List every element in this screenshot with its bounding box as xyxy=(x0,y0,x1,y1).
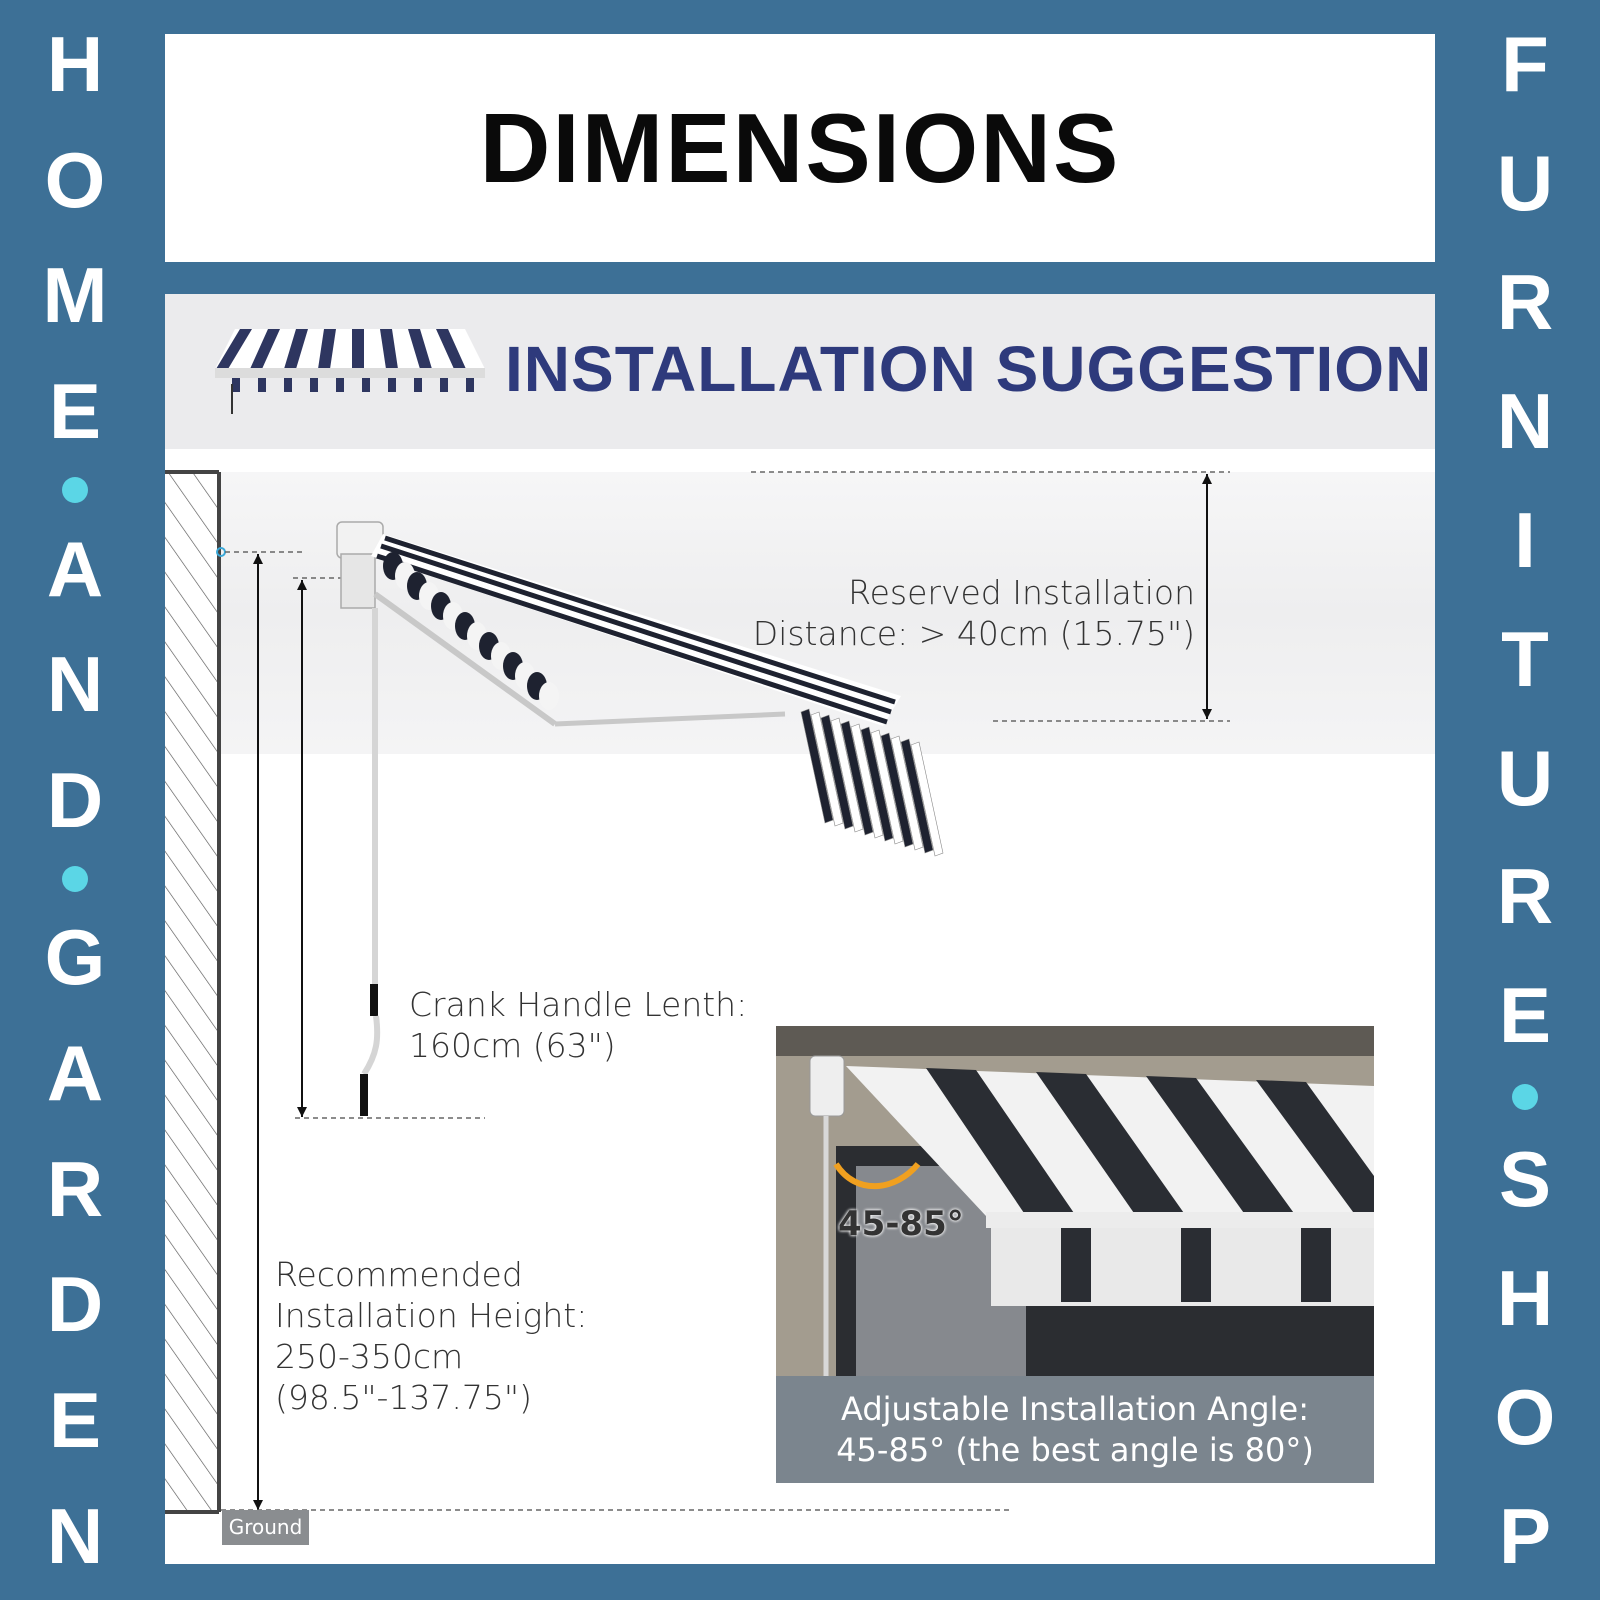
brand-letter: A xyxy=(46,1029,104,1118)
content-panel: INSTALLATION SUGGESTION xyxy=(165,294,1435,1564)
brand-letter: P xyxy=(1498,1491,1552,1580)
page-title: DIMENSIONS xyxy=(479,92,1121,203)
valance-stripe xyxy=(850,723,884,839)
brand-letter: N xyxy=(46,640,104,729)
brand-letter: F xyxy=(1501,20,1549,108)
brand-letter: D xyxy=(46,1260,104,1349)
awning-photo xyxy=(776,1026,1374,1376)
valance-stripe xyxy=(800,708,834,824)
valance-stripe xyxy=(820,714,854,830)
brand-letter: R xyxy=(46,1144,104,1233)
angle-mark: 45-85° xyxy=(838,1204,964,1244)
angle-caption-line1: Adjustable Installation Angle: xyxy=(841,1389,1309,1428)
angle-caption-line2: 45-85° (the best angle is 80°) xyxy=(836,1430,1314,1469)
wall xyxy=(165,470,221,1514)
brand-letter: E xyxy=(1498,971,1552,1060)
height-line2: Installation Height: xyxy=(275,1296,588,1335)
valance-stripe xyxy=(870,729,904,845)
title-panel: DIMENSIONS xyxy=(165,34,1435,262)
reserved-distance-dimension xyxy=(751,471,1230,722)
awning-icon xyxy=(215,329,485,414)
height-line3: 250-350cm xyxy=(275,1337,464,1376)
height-dimension xyxy=(216,547,1010,1511)
angle-inset-photo: 45-85° Adjustable Installation Angle: 45… xyxy=(776,1026,1374,1483)
brand-letter: T xyxy=(1501,614,1549,703)
brand-dot-separator xyxy=(62,865,88,892)
crank-dimension xyxy=(293,577,485,1119)
installation-header-band: INSTALLATION SUGGESTION xyxy=(165,294,1435,449)
brand-letter: E xyxy=(48,367,102,456)
installation-height-label: Recommended Installation Height: 250-350… xyxy=(275,1254,587,1418)
brand-letter: D xyxy=(46,755,104,844)
brand-letter: O xyxy=(44,135,106,224)
roller-segment xyxy=(539,682,559,710)
brand-letter: S xyxy=(1498,1135,1552,1224)
valance-stripe xyxy=(880,732,914,848)
brand-letter: O xyxy=(1494,1373,1556,1462)
reserved-distance-label: Reserved Installation Distance: > 40cm (… xyxy=(725,572,1195,654)
brand-letter: M xyxy=(42,251,108,340)
brand-dot-separator xyxy=(62,476,88,503)
crank-handle-line1: Crank Handle Lenth: xyxy=(409,985,748,1024)
height-line1: Recommended xyxy=(275,1255,523,1294)
valance-stripe xyxy=(890,735,924,851)
valance-stripe xyxy=(910,741,944,857)
installation-title: INSTALLATION SUGGESTION xyxy=(505,333,1433,405)
awning-illustration xyxy=(336,521,944,1116)
brand-letter: U xyxy=(1496,138,1554,227)
crank-handle-line2: 160cm (63") xyxy=(409,1026,616,1065)
brand-letter: U xyxy=(1496,733,1554,822)
brand-letter: G xyxy=(44,913,106,1002)
brand-letter: N xyxy=(1496,376,1554,465)
brand-letter: N xyxy=(46,1491,104,1580)
angle-caption: Adjustable Installation Angle: 45-85° (t… xyxy=(776,1376,1374,1483)
ground-tag: Ground xyxy=(222,1510,309,1545)
brand-letter: H xyxy=(1496,1254,1554,1343)
brand-letter: I xyxy=(1514,495,1536,584)
valance-stripe xyxy=(900,738,934,854)
valance-stripe xyxy=(840,720,874,836)
valance-stripe xyxy=(830,717,864,833)
reserved-distance-line2: Distance: > 40cm (15.75") xyxy=(752,614,1195,653)
valance-stripe xyxy=(810,711,844,827)
brand-letter: R xyxy=(1496,852,1554,941)
installation-diagram xyxy=(165,470,1435,1514)
crank-handle-label: Crank Handle Lenth: 160cm (63") xyxy=(409,984,747,1066)
valance-stripe xyxy=(860,726,894,842)
reserved-distance-line1: Reserved Installation xyxy=(848,573,1195,612)
brand-dot-separator xyxy=(1512,1084,1538,1111)
brand-letter: R xyxy=(1496,257,1554,346)
brand-letter: E xyxy=(48,1376,102,1465)
brand-letter: A xyxy=(46,524,104,613)
brand-letter: H xyxy=(46,20,104,108)
height-line4: (98.5"-137.75") xyxy=(275,1378,532,1417)
